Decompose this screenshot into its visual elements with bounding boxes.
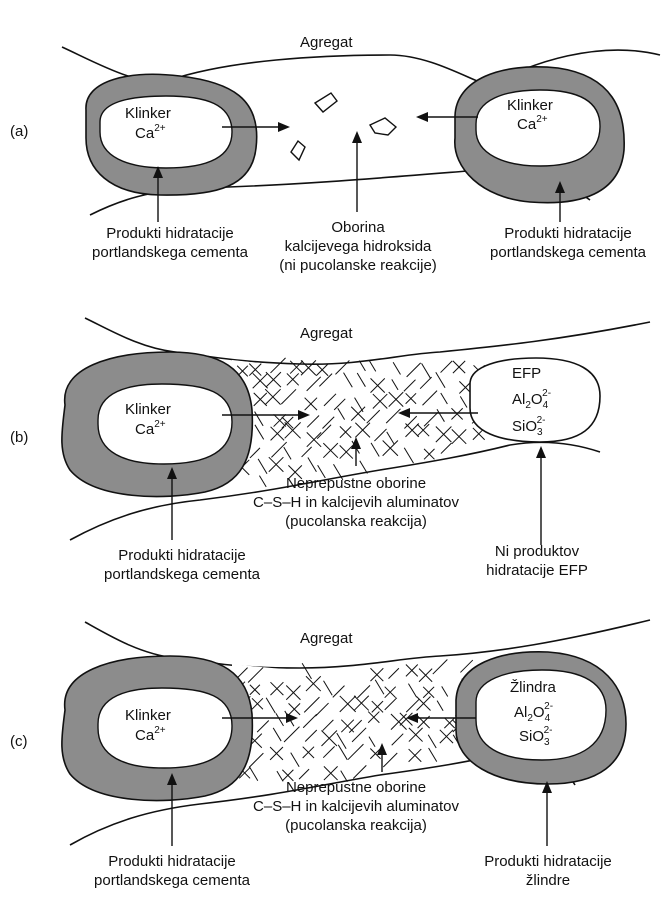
panel-b-middle-label-line3: (pucolanska reakcija): [285, 513, 427, 530]
svg-text:Al2O42-: Al2O42-: [512, 388, 551, 411]
panel-b-left-core-line1: Klinker: [125, 401, 171, 418]
panel-b-right-core-name: EFP: [512, 365, 541, 382]
panel-c-right-core-o-sup: 2-: [544, 701, 553, 712]
panel-c-precipitate-zone: [232, 658, 490, 789]
panel-c-left-core-charge: 2+: [154, 725, 166, 736]
panel-c-right-label-line2: žlindre: [526, 872, 570, 889]
panel-a-left-core-ion: Ca: [135, 125, 155, 142]
panel-b-aggregate-label: Agregat: [300, 325, 353, 342]
panel-b: Agregat (b) Klinker Ca2+ EFP Al2O42- SiO…: [10, 318, 650, 583]
panel-a-right-label-line2: portlandskega cementa: [490, 244, 647, 261]
panel-c-right-pointer: [542, 781, 552, 846]
panel-a-left-core-charge: 2+: [154, 123, 166, 134]
panel-b-left-core-charge: 2+: [154, 419, 166, 430]
panel-c-letter: (c): [10, 733, 28, 750]
panel-c-right-core-name: Žlindra: [510, 679, 557, 696]
panel-b-right-core-o-sup: 2-: [542, 388, 551, 399]
panel-c-right-core-si-sup: 2-: [544, 725, 553, 736]
panel-c-right-core-al: Al: [514, 704, 527, 721]
panel-c-right-core-si-sub: 3: [544, 737, 550, 748]
panel-c-right-label-line1: Produkti hidratacije: [484, 853, 612, 870]
panel-b-middle-label-line2: C–S–H in kalcijevih aluminatov: [253, 494, 459, 511]
panel-a-middle-label-line3: (ni pucolanske reakcije): [279, 257, 437, 274]
panel-b-right-core-si-sup: 2-: [537, 415, 546, 426]
panel-c-middle-label-line3: (pucolanska reakcija): [285, 817, 427, 834]
panel-b-right-core-al: Al: [512, 391, 525, 408]
panel-a-left-label-line1: Produkti hidratacije: [106, 225, 234, 242]
panel-c-aggregate-label: Agregat: [300, 630, 353, 647]
svg-text:Al2O42-: Al2O42-: [514, 701, 553, 724]
panel-b-left-core-ion: Ca: [135, 421, 155, 438]
panel-a-aggregate-label: Agregat: [300, 34, 353, 51]
panel-b-right-core-si: SiO: [512, 418, 537, 435]
panel-a-left-label-line2: portlandskega cementa: [92, 244, 249, 261]
panel-b-left-label-line1: Produkti hidratacije: [118, 547, 246, 564]
panel-a-middle-pointer: [352, 131, 362, 212]
panel-c-left-label-line2: portlandskega cementa: [94, 872, 251, 889]
panel-c: Agregat (c) Klinker Ca2+ Žlindra Al2O42-…: [10, 620, 650, 889]
panel-c-right-core-o-sub: 4: [545, 713, 551, 724]
panel-b-right-core-o-sub: 4: [543, 400, 549, 411]
panel-b-left-label-line2: portlandskega cementa: [104, 566, 261, 583]
panel-a-middle-label-line1: Oborina: [331, 219, 385, 236]
panel-a-middle-label-line2: kalcijevega hidroksida: [285, 238, 432, 255]
panel-b-right-core-si-sub: 3: [537, 427, 543, 438]
panel-c-right-core-si: SiO: [519, 728, 544, 745]
panel-c-left-core-ion: Ca: [135, 727, 155, 744]
svg-text:SiO32-: SiO32-: [512, 415, 545, 438]
panel-a-right-core-charge: 2+: [536, 114, 548, 125]
panel-a-left-core-line1: Klinker: [125, 105, 171, 122]
panel-b-precipitate-zone: [232, 354, 490, 484]
panel-c-middle-label-line2: C–S–H in kalcijevih aluminatov: [253, 798, 459, 815]
panel-a-right-core-ion: Ca: [517, 116, 537, 133]
panel-a-crystal: [315, 93, 337, 112]
panel-b-right-label-line1: Ni produktov: [495, 543, 580, 560]
panel-a-crystal: [370, 118, 396, 135]
panel-b-letter: (b): [10, 429, 28, 446]
panel-c-middle-label-line1: Neprepustne oborine: [286, 779, 426, 796]
panel-a-crystal: [291, 141, 305, 160]
panel-b-right-pointer: [536, 446, 546, 545]
panel-b-right-core-o: O: [531, 391, 543, 408]
svg-text:SiO32-: SiO32-: [519, 725, 552, 748]
panel-c-left-core-line1: Klinker: [125, 707, 171, 724]
panel-a-letter: (a): [10, 123, 28, 140]
panel-c-left-label-line1: Produkti hidratacije: [108, 853, 236, 870]
panel-b-right-label-line2: hidratacije EFP: [486, 562, 588, 579]
panel-a: Agregat (a) Klinker Ca2+ Klinker Ca2+ Pr…: [10, 34, 660, 274]
panel-a-right-core-line1: Klinker: [507, 97, 553, 114]
panel-b-middle-label-line1: Neprepustne oborine: [286, 475, 426, 492]
panel-a-right-label-line1: Produkti hidratacije: [504, 225, 632, 242]
panel-c-right-core-o: O: [533, 704, 545, 721]
